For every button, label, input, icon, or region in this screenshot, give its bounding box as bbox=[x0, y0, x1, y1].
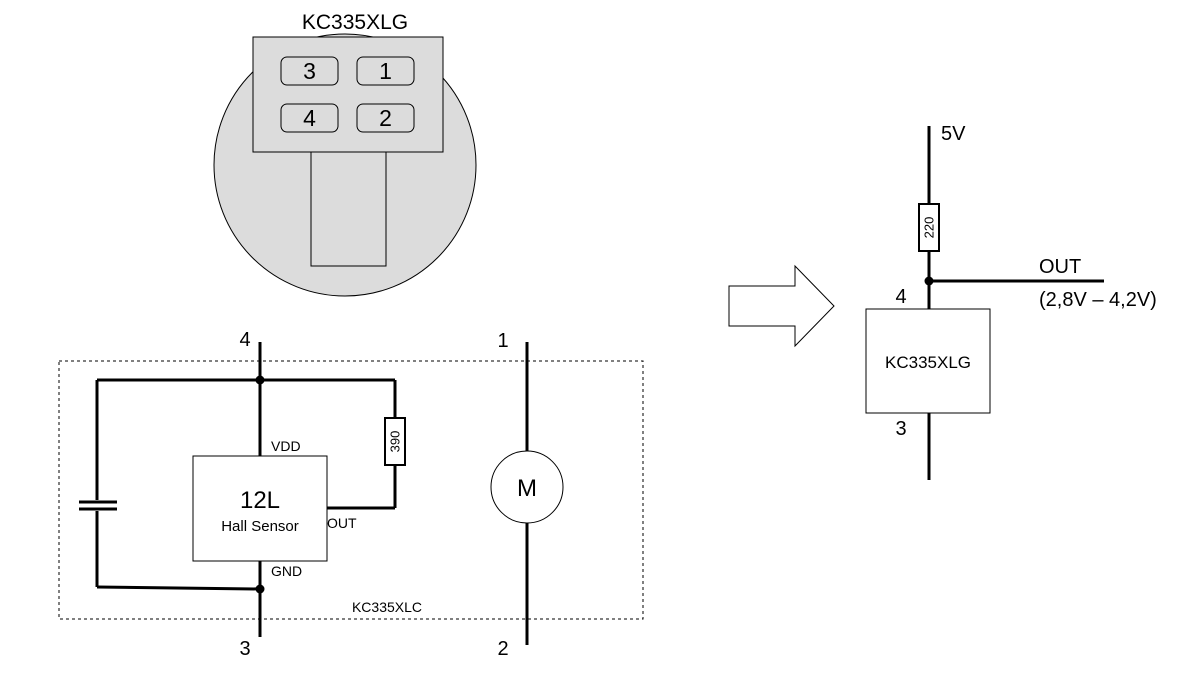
out-label-app: OUT bbox=[1039, 256, 1081, 278]
app-pin-4-label: 4 bbox=[895, 286, 906, 308]
application-circuit: 220 KC335XLG 5V OUT (2,8V – 4,2V) 4 3 bbox=[865, 123, 1157, 480]
pin-3-label: 3 bbox=[239, 638, 250, 660]
gnd-label: GND bbox=[271, 563, 302, 579]
package-pin-1 bbox=[356, 56, 415, 86]
resistor-220 bbox=[918, 203, 940, 252]
pin-1-label: 1 bbox=[497, 330, 508, 352]
pin-4-label: 4 bbox=[239, 329, 250, 351]
package-pin-1-label: 1 bbox=[379, 58, 392, 84]
resistor-390-label: 390 bbox=[388, 431, 403, 453]
package-pin-3-label: 3 bbox=[303, 58, 316, 84]
junction-bottom bbox=[255, 584, 265, 594]
package-title: KC335XLG bbox=[302, 11, 408, 34]
hall-sensor bbox=[192, 455, 328, 562]
package-pin-3 bbox=[280, 56, 339, 86]
right-arrow-icon bbox=[728, 264, 835, 348]
resistor-390 bbox=[384, 417, 406, 466]
package-connector-housing bbox=[252, 36, 444, 153]
junction-top bbox=[255, 375, 265, 385]
sensor-name: 12L bbox=[240, 487, 280, 514]
resistor-220-label: 220 bbox=[922, 217, 937, 239]
package-pin-4 bbox=[280, 103, 339, 133]
out-range-label: (2,8V – 4,2V) bbox=[1039, 289, 1157, 311]
internal-schematic: 390 12L Hall Sensor VDD GND OUT M 4 3 1 … bbox=[58, 329, 644, 660]
module-boundary bbox=[58, 360, 644, 620]
kc335xlg-block bbox=[865, 308, 991, 414]
block-label: KC335XLG bbox=[885, 353, 971, 372]
app-pin-3-label: 3 bbox=[895, 418, 906, 440]
motor-label: M bbox=[517, 475, 537, 502]
out-label: OUT bbox=[327, 515, 357, 531]
sensor-desc: Hall Sensor bbox=[221, 518, 299, 535]
vdd-label: VDD bbox=[271, 438, 301, 454]
pin-2-label: 2 bbox=[497, 638, 508, 660]
package-view: KC335XLG 3 1 4 2 bbox=[213, 11, 477, 297]
package-lead-block bbox=[310, 149, 387, 267]
package-pin-4-label: 4 bbox=[303, 105, 316, 131]
junction-output bbox=[924, 276, 934, 286]
supply-label: 5V bbox=[941, 123, 966, 145]
package-pin-2 bbox=[356, 103, 415, 133]
module-label: KC335XLC bbox=[352, 599, 422, 615]
wire-bottom-rail bbox=[96, 585, 261, 591]
package-pin-2-label: 2 bbox=[379, 105, 392, 131]
motor-icon bbox=[490, 450, 564, 524]
